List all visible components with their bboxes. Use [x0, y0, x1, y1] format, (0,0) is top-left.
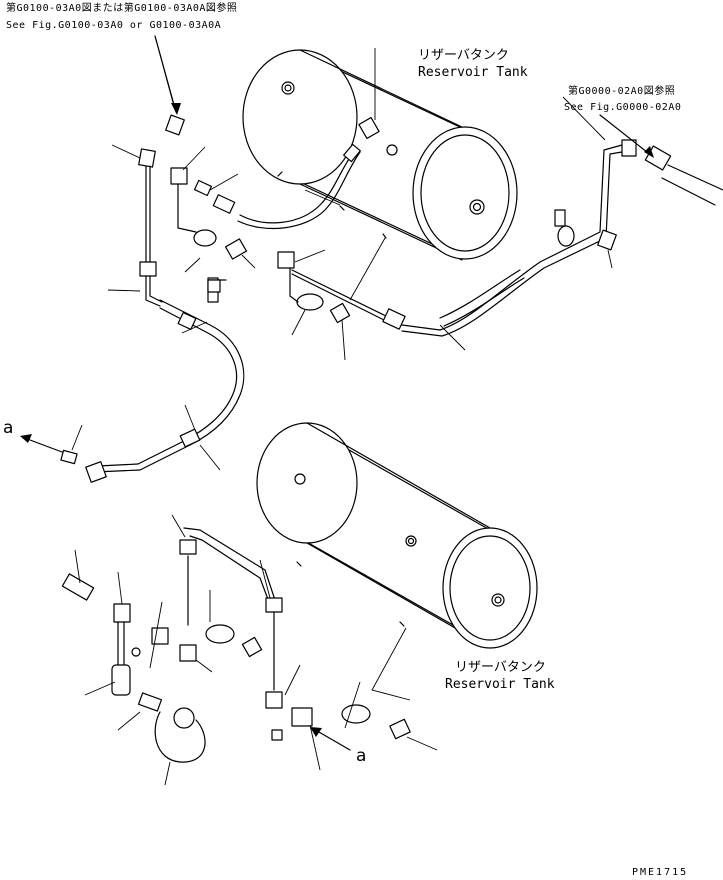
lower-reservoir-tank: [256, 422, 538, 649]
ref-top-left-jp: 第G0100-03A0図または第G0100-03A0A図参照: [6, 3, 238, 14]
lower-tank-label-en: Reservoir Tank: [445, 677, 555, 692]
ref-top-right-en: See Fig.G0000-02A0: [564, 102, 682, 113]
ref-top-left-en: See Fig.G0100-03A0 or G0100-03A0A: [6, 20, 222, 31]
callout-a-left: a: [3, 418, 14, 438]
upper-reservoir-tank: [242, 49, 518, 261]
upper-tank-label-en: Reservoir Tank: [418, 65, 528, 80]
ref-top-right-jp: 第G0000-02A0図参照: [568, 86, 676, 97]
callout-arrows: [20, 35, 654, 751]
drawing-code: PME1715: [632, 867, 689, 878]
callout-a-bottom: a: [356, 746, 367, 766]
upper-tank-label-jp: リザーバタンク: [418, 48, 509, 63]
lower-piping: [61, 527, 411, 763]
lower-tank-label-jp: リザーバタンク: [455, 660, 546, 675]
